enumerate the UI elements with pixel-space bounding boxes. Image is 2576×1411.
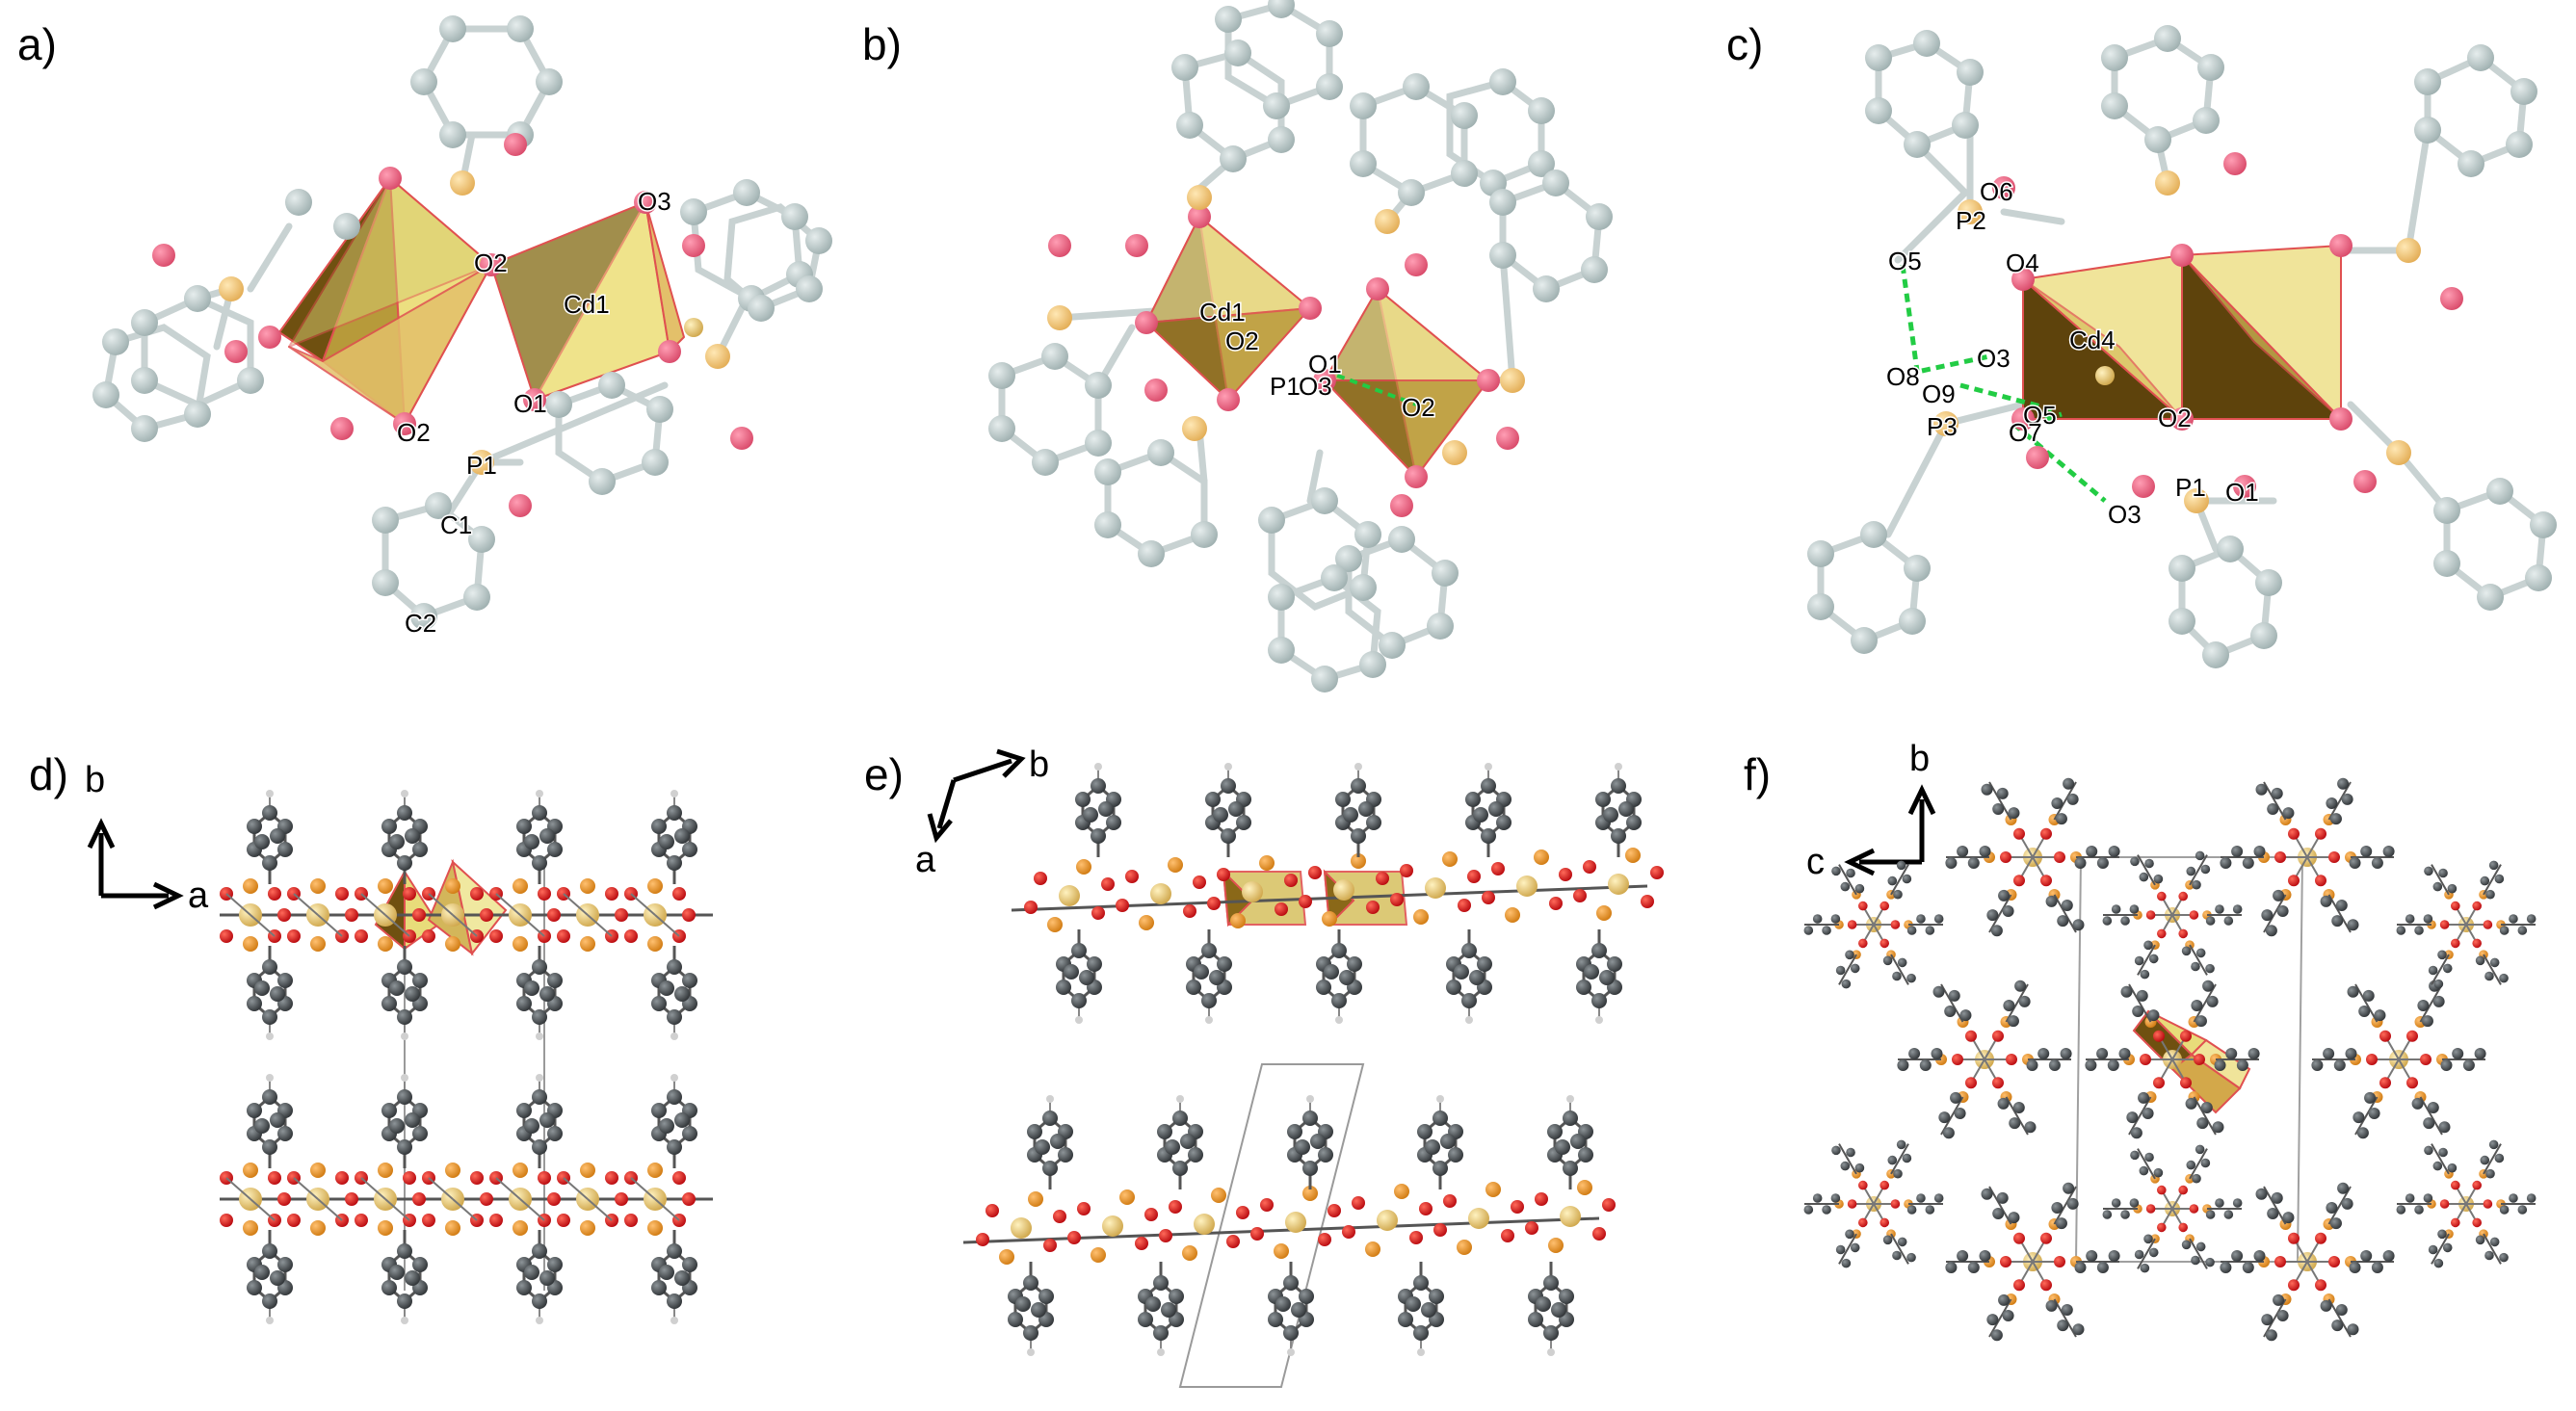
panel-c-polyhedra: [2022, 245, 2342, 420]
axis-label-c: c: [1806, 842, 1825, 882]
panel-label-b: b): [862, 19, 902, 69]
atom-label: O3: [1977, 344, 2011, 373]
atom-label: O5: [1888, 247, 1922, 275]
atom-label: O4: [2006, 248, 2039, 277]
atom-label: P2: [1956, 206, 1986, 235]
panel-a-atoms: [92, 15, 832, 630]
atom-label: O1: [1308, 350, 1342, 379]
atom-label: O1: [2225, 478, 2259, 507]
panel-label-c: c): [1726, 19, 1763, 69]
panel-b-polyhedra: [1145, 216, 1489, 478]
atom-label: P1: [2175, 473, 2206, 502]
panel-c-structure: O6 P2 O5 O4 Cd4 O3 O8 O9 O5 P3 O7 O2 P1 …: [1807, 25, 2557, 668]
atom-label: Cd1: [564, 290, 610, 319]
panel-label-e: e): [864, 749, 904, 799]
axis-label-b: b: [85, 760, 105, 800]
panel-d-polyhedra: [374, 858, 508, 956]
panel-b-structure: Cd1 O2 P1 O3 O1 O2: [988, 0, 1613, 692]
panel-b-atoms: [988, 0, 1613, 692]
atom-label: O3: [2108, 500, 2142, 529]
panel-f-structure: [1803, 777, 2537, 1342]
panel-b-bonds: [998, 1, 1603, 683]
atom-label: O1: [513, 389, 547, 418]
axis-label-b: b: [1029, 745, 1049, 785]
atom-label: C1: [440, 510, 472, 539]
panel-label-d: d): [29, 749, 68, 799]
atom-label: P1: [466, 451, 497, 480]
axis-label-a: a: [915, 840, 936, 880]
panel-b-hbond: [1324, 369, 1417, 406]
panel-d-structure: [220, 790, 713, 1324]
atom-label: O2: [397, 418, 431, 447]
panel-label-f: f): [1744, 749, 1771, 799]
axis-indicator-f: b c: [1806, 739, 1936, 882]
axis-label-a: a: [188, 875, 209, 916]
atom-label: O2: [1402, 393, 1435, 422]
atom-label: O8: [1886, 362, 1920, 391]
atom-label: O3: [1299, 372, 1332, 401]
panel-e-structure: [962, 763, 1664, 1388]
atom-label: O2: [474, 248, 508, 277]
panel-a-structure: O3 O2 Cd1 O1 O2 P1 C1 C2: [92, 15, 832, 640]
atom-label: O3: [638, 187, 671, 216]
atom-label: O7: [2009, 418, 2042, 447]
panel-c-atoms: [1807, 25, 2557, 668]
axis-indicator-e: b a: [915, 745, 1049, 880]
atom-label: O9: [1922, 379, 1956, 408]
panel-e-unit-cell: [1178, 1063, 1365, 1388]
panel-label-a: a): [17, 19, 57, 69]
atom-label: O2: [1225, 327, 1259, 355]
atom-label: C2: [405, 609, 436, 638]
atom-label: O5: [2023, 401, 2057, 430]
atom-label: P1: [1270, 372, 1301, 401]
atom-label: O6: [1980, 177, 2013, 206]
atom-label: O2: [2158, 404, 2192, 432]
panel-a-polyhedra: [278, 177, 685, 425]
atom-label: Cd4: [2069, 326, 2116, 354]
atom-label: P3: [1927, 412, 1958, 441]
atom-label: Cd1: [1199, 298, 1246, 327]
axis-label-b: b: [1909, 739, 1930, 779]
axis-indicator-d: b a: [85, 760, 209, 916]
